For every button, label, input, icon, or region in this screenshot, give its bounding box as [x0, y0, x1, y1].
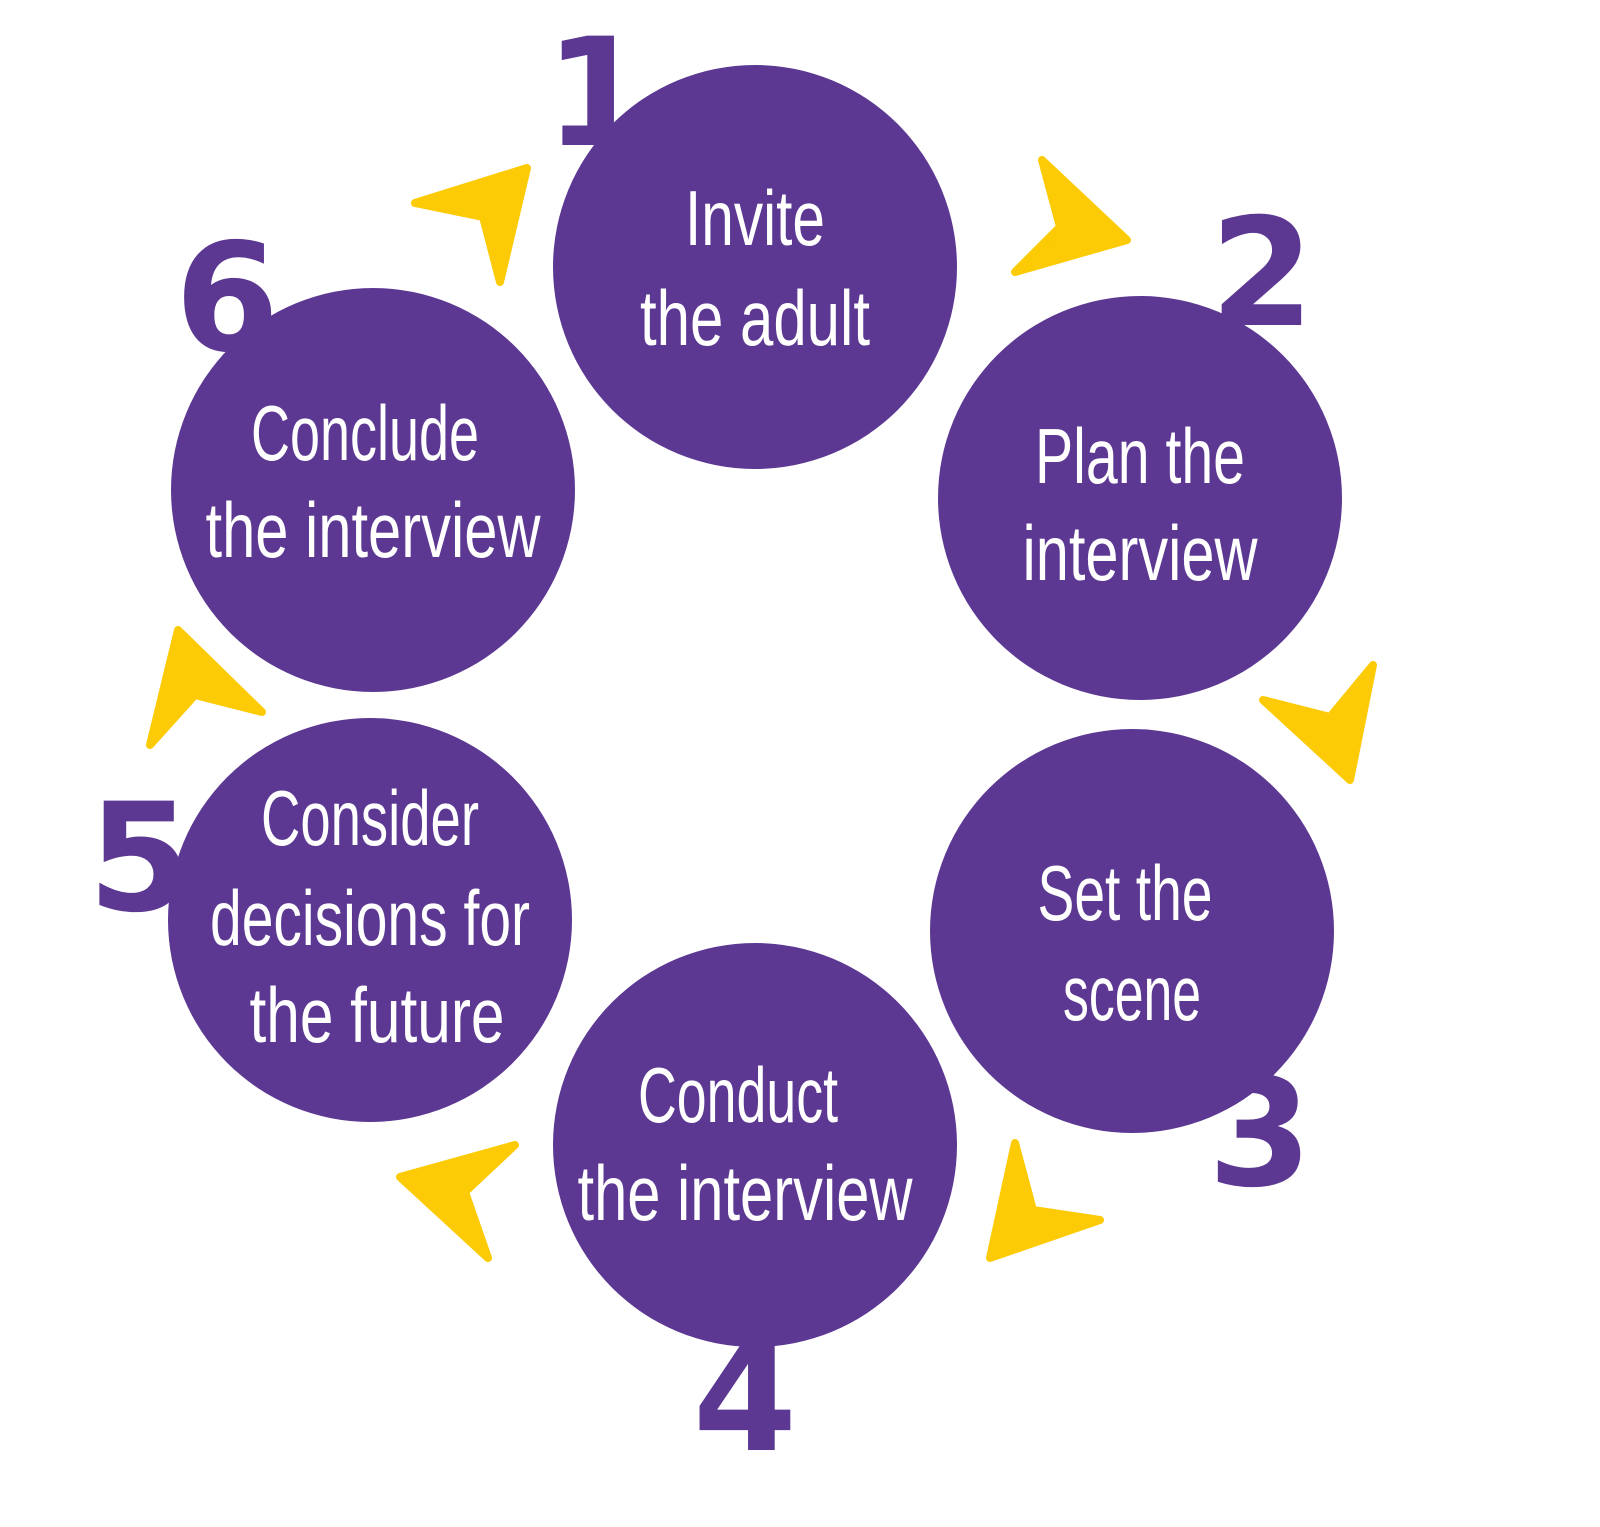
step-label-line: the interview	[206, 486, 542, 574]
step-label-line: decisions for	[210, 874, 530, 962]
step-label-line: interview	[1023, 509, 1259, 597]
step-circle	[168, 718, 572, 1122]
step-label-line: Consider	[261, 774, 479, 862]
step-label-line: Set the	[1038, 849, 1213, 937]
step-5: Consider decisions for the future	[168, 718, 572, 1122]
step-label-line: Plan the	[1035, 412, 1245, 500]
step-label-line: Invite	[685, 174, 825, 262]
step-circle	[930, 729, 1334, 1133]
step-circle	[553, 65, 957, 469]
step-2: Plan the interview	[938, 296, 1342, 700]
step-label-line: Conclude	[251, 389, 479, 477]
step-6: Conclude the interview	[171, 288, 575, 692]
step-numbers: 1 2 3 4 5 6	[88, 7, 1314, 1486]
step-4: Conduct the interview	[553, 943, 957, 1347]
step-label-line: Conduct	[638, 1051, 838, 1139]
arrow-chevron-icon	[986, 1139, 1104, 1262]
arrow-chevron-icon	[1011, 156, 1131, 276]
step-number: 3	[1208, 1047, 1312, 1221]
arrow-chevron-icon	[146, 626, 266, 749]
step-label-line: the future	[250, 971, 505, 1059]
step-circle	[171, 288, 575, 692]
step-number: 5	[88, 772, 192, 946]
step-number: 2	[1210, 187, 1314, 361]
step-circle	[553, 943, 957, 1347]
step-label-line: the interview	[578, 1149, 914, 1237]
step-1: Invite the adult	[553, 65, 957, 469]
arrow-chevron-icon	[396, 1141, 519, 1262]
step-number: 6	[175, 212, 279, 386]
step-number: 1	[545, 7, 649, 181]
arrow-chevron-icon	[1259, 661, 1377, 784]
step-circle	[938, 296, 1342, 700]
step-label-line: scene	[1063, 949, 1201, 1037]
step-label-line: the adult	[640, 274, 870, 362]
arrow-chevron-icon	[411, 164, 531, 286]
step-3: Set the scene	[930, 729, 1334, 1133]
step-number: 4	[693, 1312, 797, 1486]
